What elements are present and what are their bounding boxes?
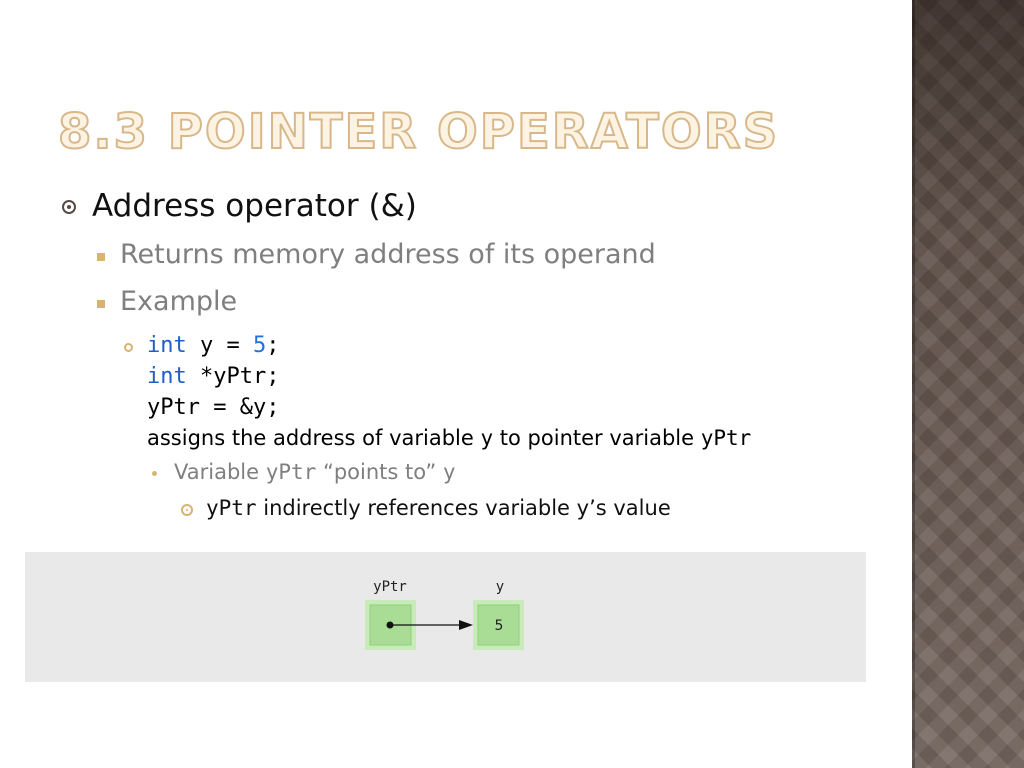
pointer-diagram-svg: yPtr y 5 xyxy=(365,579,524,650)
keyword: int xyxy=(147,364,187,389)
inline-code: yPtr xyxy=(265,460,317,484)
inline-code: y xyxy=(480,426,494,450)
circle-dot-icon xyxy=(62,200,76,214)
inline-code: y xyxy=(442,460,456,484)
inline-code: yPtr xyxy=(206,496,257,520)
text: Variable xyxy=(174,460,266,484)
bullet-text: Returns memory address of its operand xyxy=(120,239,656,270)
code-line-1: int y = 5; xyxy=(147,330,751,361)
bullet-text: Example xyxy=(120,286,238,317)
text: “points to” xyxy=(316,460,443,484)
text: indirectly references variable y’s value xyxy=(256,496,671,520)
side-panel-edge xyxy=(912,0,915,768)
pointer-dot xyxy=(386,621,394,629)
target-box: 5 xyxy=(473,600,524,650)
dot-icon xyxy=(152,471,157,476)
pointer-diagram: yPtr y 5 xyxy=(25,552,866,682)
code-text: *yPtr; xyxy=(186,364,280,389)
target-label: y xyxy=(496,579,504,595)
arrow-right-icon xyxy=(393,620,473,630)
text: assigns the address of variable xyxy=(147,426,481,450)
keyword: int xyxy=(147,333,187,358)
target-value: 5 xyxy=(495,618,504,634)
square-icon xyxy=(97,300,105,308)
code-line-2: int *yPtr; xyxy=(147,361,751,392)
bullet-text: Address operator (&) xyxy=(92,188,417,224)
slide: 8.3 Pointer Operators Address operator (… xyxy=(25,103,866,682)
pointer-label: yPtr xyxy=(373,579,407,595)
code-line-3: yPtr = &y; xyxy=(147,395,280,420)
circle-dot-icon xyxy=(181,504,193,516)
code-block: int y = 5; int *yPtr; yPtr = &y; assigns… xyxy=(147,330,751,454)
text: to pointer variable xyxy=(493,426,701,450)
code-text: ; xyxy=(266,333,280,358)
slide-title: 8.3 Pointer Operators xyxy=(57,103,780,161)
box-face xyxy=(477,604,520,646)
square-icon xyxy=(97,253,105,261)
inline-code: yPtr xyxy=(700,426,752,450)
bullet-text: yPtr indirectly references variable y’s … xyxy=(206,496,671,520)
code-explanation: assigns the address of variable y to poi… xyxy=(147,423,751,454)
code-text: y = xyxy=(186,333,253,358)
decorative-side-panel xyxy=(912,0,1024,768)
ring-icon xyxy=(124,343,133,352)
number-literal: 5 xyxy=(252,333,267,358)
bullet-text: Variable yPtr “points to” y xyxy=(174,460,456,484)
